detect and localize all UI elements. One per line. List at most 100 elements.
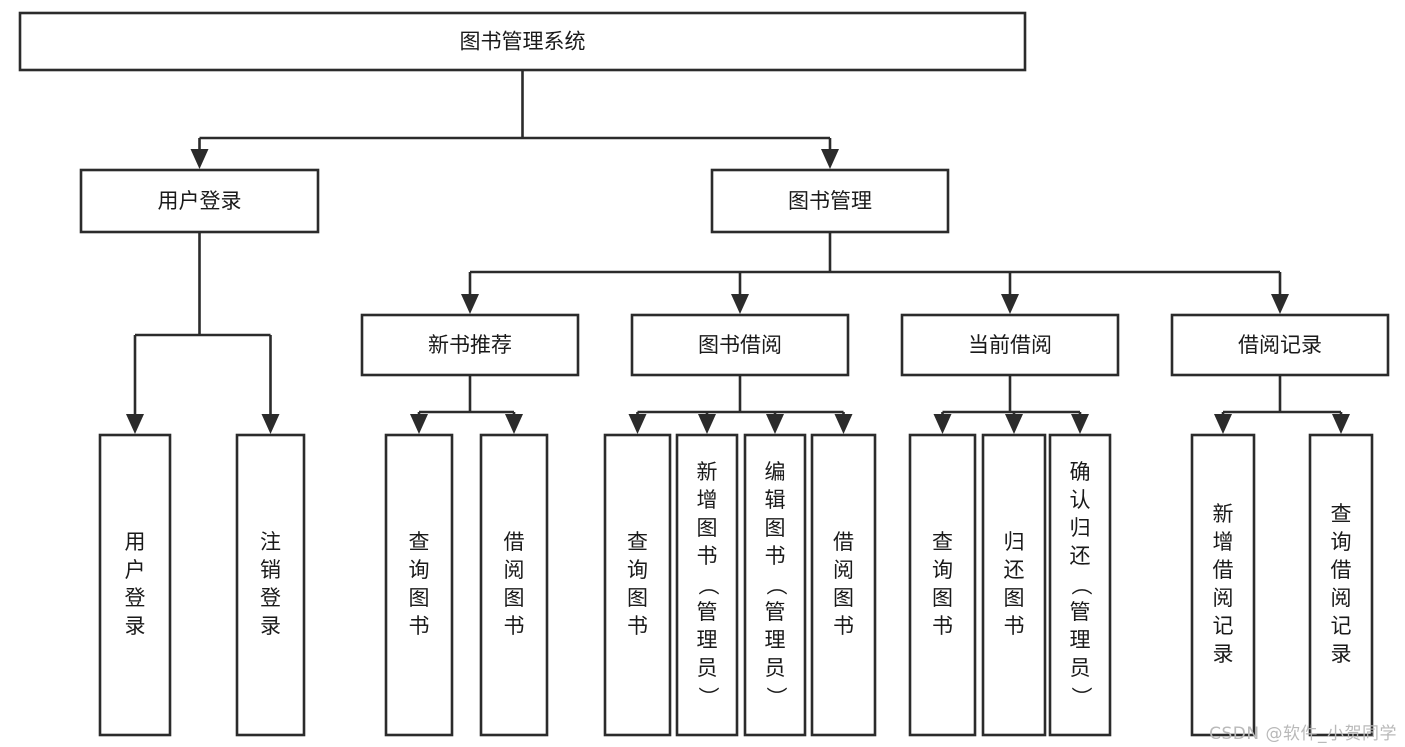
level1-node-0[interactable]: 用户登录: [79, 168, 320, 234]
node-box[interactable]: [1190, 433, 1256, 737]
node-label-char: 户: [125, 558, 146, 582]
arrow-head-icon: [1001, 294, 1019, 314]
node-box[interactable]: [79, 168, 320, 234]
node-label-char: 确: [1070, 460, 1091, 484]
node-box[interactable]: [235, 433, 306, 737]
node-label-char: 理: [1070, 628, 1091, 652]
node-label-char: 借: [1213, 558, 1234, 582]
node-box[interactable]: [384, 433, 454, 737]
arrow-head-icon: [1214, 414, 1232, 434]
node-label-char: 书: [1004, 614, 1025, 638]
level2-node-3[interactable]: 借阅记录: [1170, 313, 1390, 377]
node-label-char: 录: [1331, 642, 1352, 666]
node-label-char: ）: [696, 687, 720, 708]
node-box[interactable]: [1048, 433, 1112, 737]
node-label: 用户登录: [158, 189, 242, 213]
node-label-char: 图: [1004, 586, 1025, 610]
node-box[interactable]: [18, 11, 1027, 72]
level1-node-1[interactable]: 图书管理: [710, 168, 950, 234]
node-label-char: 录: [260, 614, 281, 638]
level2-node-0[interactable]: 新书推荐: [360, 313, 580, 377]
root-node-node-e59bbee4b9a6e7aea1e79086e7b3bbe7bb9f[interactable]: 图书管理系统: [18, 11, 1027, 72]
node-label-char: 阅: [504, 558, 525, 582]
node-box[interactable]: [1308, 433, 1374, 737]
arrow-head-icon: [1005, 414, 1023, 434]
node-box[interactable]: [981, 433, 1047, 737]
arrow-head-icon: [410, 414, 428, 434]
node-box[interactable]: [675, 433, 739, 737]
node-label-char: 归: [1070, 516, 1091, 540]
node-label-char: 书: [627, 614, 648, 638]
node-label-char: 图: [409, 586, 430, 610]
node-label-char: ）: [764, 687, 788, 708]
node-label-char: 理: [697, 628, 718, 652]
node-label-char: 查: [627, 530, 648, 554]
node-label-char: 阅: [1331, 586, 1352, 610]
arrow-head-icon: [126, 414, 144, 434]
node-box[interactable]: [743, 433, 807, 737]
node-box[interactable]: [900, 313, 1120, 377]
node-label-char: 员: [765, 656, 786, 680]
arrow-head-icon: [505, 414, 523, 434]
edges-layer: [126, 70, 1350, 434]
watermark-text: CSDN @软件_小贺同学: [1209, 724, 1397, 744]
arrow-head-icon: [731, 294, 749, 314]
node-label: 图书借阅: [698, 333, 782, 357]
node-box[interactable]: [479, 433, 549, 737]
node-label-char: 还: [1004, 558, 1025, 582]
node-box[interactable]: [630, 313, 850, 377]
node-label-char: 图: [627, 586, 648, 610]
arrow-head-icon: [628, 414, 647, 434]
leaf-node-0[interactable]: 用户登录: [98, 433, 172, 737]
node-label-char: 查: [1331, 502, 1352, 526]
node-label-char: 认: [1070, 488, 1091, 512]
node-label-char: 询: [1331, 530, 1352, 554]
level2-node-2[interactable]: 当前借阅: [900, 313, 1120, 377]
node-label-char: ）: [1069, 687, 1093, 708]
node-label-char: 新: [697, 460, 718, 484]
node-box[interactable]: [710, 168, 950, 234]
node-label: 新书推荐: [428, 333, 512, 357]
arrow-head-icon: [1332, 414, 1350, 434]
arrow-head-icon: [1271, 294, 1289, 314]
node-box[interactable]: [603, 433, 672, 737]
node-box[interactable]: [810, 433, 877, 737]
node-label-char: 管: [1070, 600, 1091, 624]
node-box[interactable]: [98, 433, 172, 737]
node-label-char: 借: [833, 530, 854, 554]
node-label-char: 查: [409, 530, 430, 554]
level2-node-1[interactable]: 图书借阅: [630, 313, 850, 377]
nodes-layer: 图书管理系统用户登录图书管理新书推荐图书借阅当前借阅借阅记录用户登录注销登录查询…: [18, 11, 1390, 737]
arrow-head-icon: [698, 414, 716, 434]
node-label-char: 书: [833, 614, 854, 638]
node-label-char: 图: [504, 586, 525, 610]
node-label-char: 员: [1070, 656, 1091, 680]
arrow-head-icon: [1071, 414, 1089, 434]
node-label-char: 录: [125, 614, 146, 638]
node-label-char: 图: [833, 586, 854, 610]
node-label-char: 书: [932, 614, 953, 638]
node-label-char: 辑: [765, 488, 786, 512]
arrow-head-icon: [461, 294, 479, 314]
node-label-char: 还: [1070, 544, 1091, 568]
node-box[interactable]: [360, 313, 580, 377]
node-label: 图书管理系统: [460, 30, 586, 54]
node-label-char: 查: [932, 530, 953, 554]
node-box[interactable]: [1170, 313, 1390, 377]
node-box[interactable]: [908, 433, 977, 737]
node-label-char: 管: [697, 600, 718, 624]
